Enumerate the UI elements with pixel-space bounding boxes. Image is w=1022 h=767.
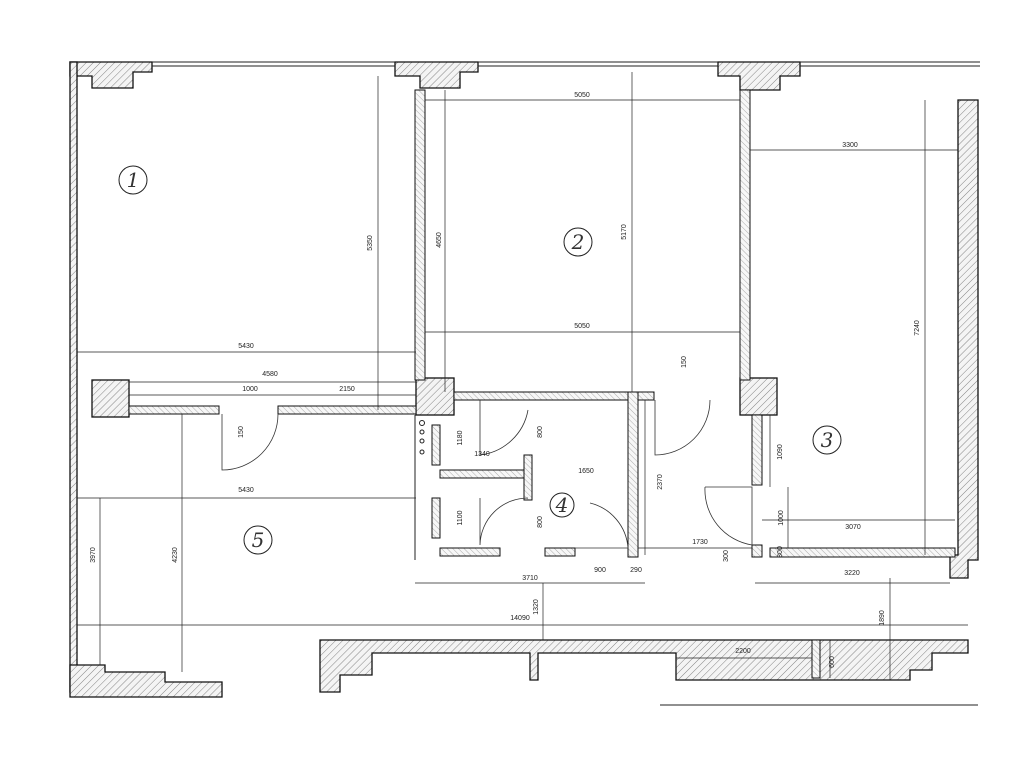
dim-150-a: 150 (238, 426, 245, 438)
left-wall (69, 61, 78, 693)
dim-5430-a: 5430 (238, 343, 254, 350)
door-bath-2 (479, 497, 529, 546)
wall-room3-left-b (751, 544, 763, 558)
door-hall (654, 399, 711, 456)
room-3-circle (812, 425, 842, 455)
pipe-icon (419, 429, 425, 435)
room-1-number: 1 (127, 168, 140, 192)
wall-bath-bottom-a (439, 547, 501, 557)
dim-3300: 3300 (842, 142, 858, 149)
dim-3710: 3710 (522, 575, 538, 582)
column-center (415, 377, 455, 416)
top-wall-right (717, 61, 801, 91)
door-room1 (221, 413, 279, 471)
dim-4580: 4580 (262, 371, 278, 378)
dim-3970: 3970 (90, 547, 97, 563)
dim-4650: 4650 (436, 232, 443, 248)
dim-1320: 1320 (533, 599, 540, 615)
wall-bath-top (453, 391, 655, 401)
wall-room2-room3 (739, 89, 751, 381)
room-4-number: 4 (555, 493, 569, 517)
pipe-icon (419, 420, 425, 426)
room-labels: 1 2 3 4 5 (118, 165, 842, 555)
room-2-circle (563, 227, 593, 257)
dim-5050-top: 5050 (574, 92, 590, 99)
wall-bath-mid (439, 469, 531, 479)
wall-niche (811, 639, 821, 679)
dim-1000-b: 1000 (778, 510, 785, 526)
dim-5050-bottom: 5050 (574, 323, 590, 330)
outer-walls (69, 61, 980, 706)
dim-1650: 1650 (578, 468, 594, 475)
dim-2370: 2370 (657, 474, 664, 490)
door-bath-1 (479, 400, 529, 456)
dim-290: 290 (630, 567, 642, 574)
wall-bath-bottom-b (544, 547, 576, 557)
dim-5430-b: 5430 (238, 487, 254, 494)
dim-5170: 5170 (621, 224, 628, 240)
column-left (91, 379, 130, 418)
dim-2200: 2200 (735, 648, 751, 655)
dim-300-b: 300 (777, 546, 784, 558)
dim-1000-a: 1000 (242, 386, 258, 393)
wall-room3-left-a (751, 414, 763, 486)
interior-walls (91, 89, 956, 679)
dim-1090: 1090 (777, 444, 784, 460)
bottom-wall-left (69, 664, 223, 698)
dim-1890: 1890 (879, 610, 886, 626)
dim-300-a: 300 (723, 550, 730, 562)
dimension-lines (77, 72, 968, 680)
right-wall (949, 99, 979, 579)
dim-150-b: 150 (681, 356, 688, 368)
dim-900: 900 (594, 567, 606, 574)
wall-room3-bottom (769, 547, 956, 558)
bath-fixture-a (431, 424, 441, 466)
column-right (739, 377, 778, 416)
dim-14090: 14090 (510, 615, 530, 622)
door-bath-3 (575, 502, 629, 549)
dim-4230: 4230 (172, 547, 179, 563)
dim-1340: 1340 (474, 451, 490, 458)
room-5-circle (243, 525, 273, 555)
dim-800-a: 800 (537, 426, 544, 438)
dim-3070: 3070 (845, 524, 861, 531)
bottom-wall-right (319, 639, 969, 693)
wall-room1-room2 (414, 89, 426, 381)
pipe-icon (419, 449, 425, 455)
wall-bath-right (627, 391, 639, 558)
dim-600: 600 (829, 656, 836, 668)
pipe-icon (419, 438, 425, 444)
wall-bath-divider (523, 454, 533, 501)
dim-2150: 2150 (339, 386, 355, 393)
wall-room1-bottom-b (277, 405, 417, 415)
dim-800-b: 800 (537, 516, 544, 528)
doors (221, 399, 753, 549)
door-room3 (704, 486, 753, 546)
dim-3220: 3220 (844, 570, 860, 577)
dim-1730: 1730 (692, 539, 708, 546)
top-wall-left (69, 61, 153, 89)
dim-1100: 1100 (457, 510, 464, 525)
top-wall-mid (394, 61, 479, 89)
room-4-circle (549, 492, 575, 518)
room-3-number: 3 (821, 428, 834, 452)
wall-room1-bottom-a (128, 405, 220, 415)
room-1-circle (118, 165, 148, 195)
room-2-number: 2 (571, 230, 585, 254)
room-5-number: 5 (252, 528, 265, 552)
dim-5350: 5350 (367, 235, 374, 251)
bath-fixture-b (431, 497, 441, 539)
dim-1180: 1180 (457, 430, 464, 445)
dimension-labels: 5050 3300 5350 4650 5170 7240 5050 5430 … (90, 92, 921, 668)
dim-7240: 7240 (914, 320, 921, 336)
